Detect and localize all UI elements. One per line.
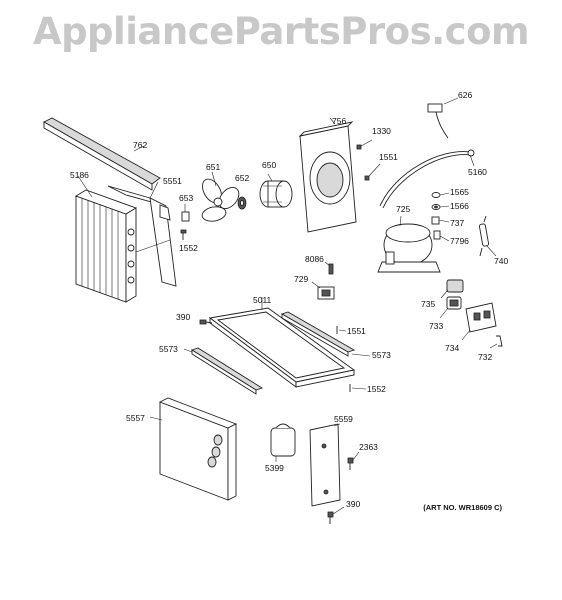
label-1551-top: 1551	[379, 152, 398, 162]
label-651: 651	[206, 162, 221, 172]
capacitor-5399	[270, 423, 296, 462]
screw-2363	[347, 451, 360, 470]
label-1552-bottom: 1552	[367, 384, 386, 394]
plate-5559	[309, 423, 341, 507]
grommet-1566	[431, 204, 450, 210]
screw-1552-bottom	[349, 384, 367, 392]
label-1330: 1330	[372, 126, 391, 136]
label-653: 653	[179, 193, 194, 203]
label-1552-top: 1552	[179, 243, 198, 253]
overload-735	[440, 279, 464, 299]
rail-5573-left	[183, 347, 264, 395]
screw-1552-top	[180, 229, 187, 240]
screw-1551-top	[364, 163, 381, 181]
grommet-1565	[431, 192, 450, 198]
nut-653	[181, 204, 190, 222]
screw-390-top	[199, 319, 213, 325]
grommet-737	[431, 216, 450, 225]
label-5160: 5160	[468, 167, 487, 177]
relay-729	[311, 281, 335, 300]
rail-5573-right	[280, 311, 371, 357]
label-650: 650	[262, 160, 277, 170]
label-737: 737	[450, 218, 465, 228]
clip-8086	[324, 261, 334, 275]
label-5559: 5559	[334, 414, 353, 424]
panel-5557	[149, 397, 238, 501]
label-626: 626	[458, 90, 473, 100]
fan-motor-650	[259, 173, 293, 208]
fan-shroud-756	[298, 117, 357, 233]
tube-5160	[379, 149, 475, 209]
label-390-bottom: 390	[346, 499, 361, 509]
bracket-5551	[107, 181, 177, 287]
label-2363: 2363	[359, 442, 378, 452]
label-390-top: 390	[176, 312, 191, 322]
label-732: 732	[478, 352, 493, 362]
drain-pan-5011	[208, 297, 356, 388]
label-5186: 5186	[70, 170, 89, 180]
label-740: 740	[494, 256, 509, 266]
label-5551: 5551	[163, 176, 182, 186]
screw-1330	[356, 139, 373, 150]
label-8086: 8086	[305, 254, 324, 264]
watermark-logo: AppliancePartsPros.com	[32, 10, 530, 53]
connector-626	[427, 97, 459, 139]
label-725: 725	[396, 204, 411, 214]
clip-732	[489, 335, 503, 349]
label-5573-left: 5573	[159, 344, 178, 354]
label-756: 756	[332, 116, 347, 126]
label-733: 733	[429, 321, 444, 331]
clip-7796	[433, 230, 450, 242]
label-5573-right: 5573	[372, 350, 391, 360]
label-5399: 5399	[265, 463, 284, 473]
condenser-5186	[74, 175, 138, 303]
fan-blade-651	[201, 171, 240, 222]
label-1566: 1566	[450, 201, 469, 211]
screw-390-bottom	[327, 506, 345, 524]
label-735: 735	[421, 299, 436, 309]
label-5011: 5011	[253, 295, 272, 305]
label-7796: 7796	[450, 236, 469, 246]
relay-733	[439, 296, 462, 319]
drier-740	[479, 215, 497, 257]
label-729: 729	[294, 274, 309, 284]
label-652: 652	[235, 173, 250, 183]
label-734: 734	[445, 343, 460, 353]
label-1551-pan: 1551	[347, 326, 366, 336]
screw-1551-pan	[336, 326, 347, 334]
compressor-725	[377, 215, 441, 273]
foam-strip-762	[43, 117, 161, 191]
label-5557: 5557	[126, 413, 145, 423]
label-1565: 1565	[450, 187, 469, 197]
cover-734	[461, 302, 497, 341]
label-762: 762	[133, 140, 148, 150]
washer-652	[237, 196, 247, 210]
art-number: (ART NO. WR18609 C)	[423, 503, 502, 512]
